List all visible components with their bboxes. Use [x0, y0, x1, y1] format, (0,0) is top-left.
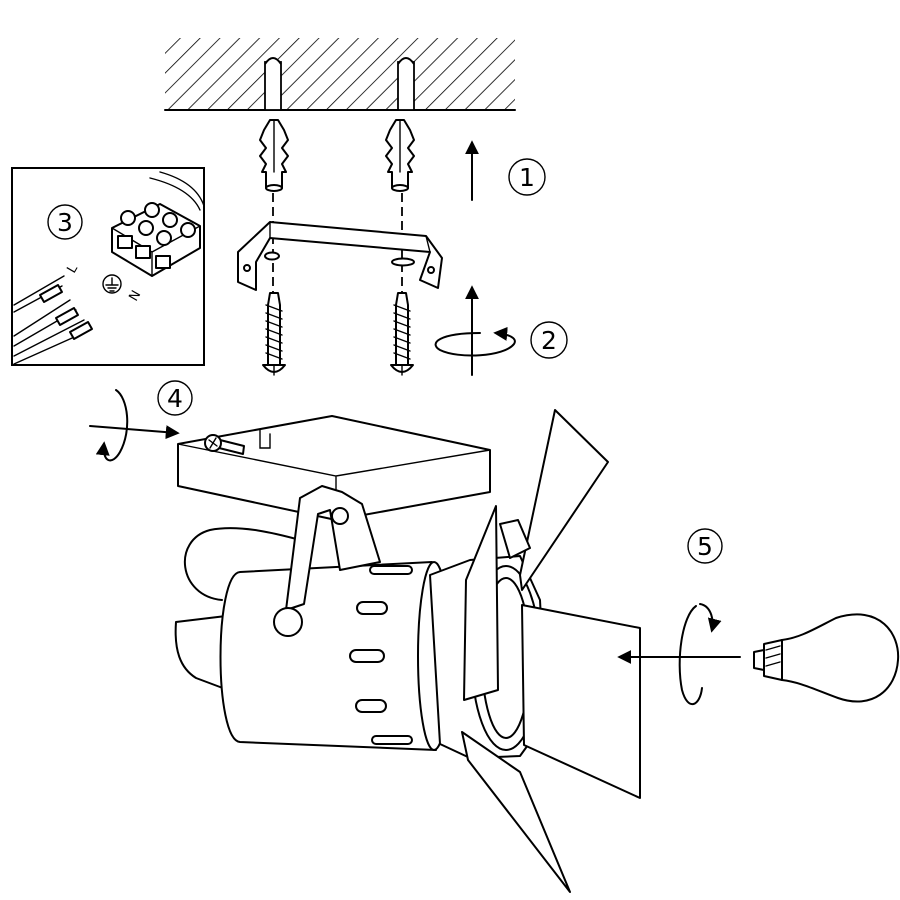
svg-text:3: 3	[57, 208, 73, 237]
screw-left	[262, 292, 286, 376]
rotate-icon	[434, 326, 516, 357]
svg-text:5: 5	[697, 532, 713, 561]
ceiling	[164, 38, 516, 111]
step-1-marker: 1	[508, 158, 546, 196]
step-2-marker: 2	[530, 321, 568, 359]
terminal-block	[111, 202, 201, 277]
mounting-bracket	[237, 221, 443, 291]
wall-plug-right	[385, 119, 415, 192]
ceiling-plate	[177, 415, 491, 521]
rotate-icon-3	[678, 603, 713, 705]
barn-doors	[461, 409, 641, 893]
step-3-marker: 3	[47, 204, 83, 240]
svg-text:4: 4	[167, 384, 183, 413]
arrow-right-icon	[89, 425, 180, 440]
light-bulb	[753, 613, 900, 703]
earth-icon	[102, 274, 122, 294]
svg-text:2: 2	[541, 326, 557, 355]
screw-right	[390, 292, 414, 376]
step-4-marker: 4	[157, 380, 193, 416]
wall-plug-left	[259, 119, 289, 192]
fixing-screw	[204, 434, 245, 455]
rotate-icon-2	[95, 389, 129, 462]
wiring-inset: L N	[11, 167, 205, 366]
step-5-marker: 5	[687, 528, 723, 564]
svg-text:1: 1	[519, 163, 535, 192]
